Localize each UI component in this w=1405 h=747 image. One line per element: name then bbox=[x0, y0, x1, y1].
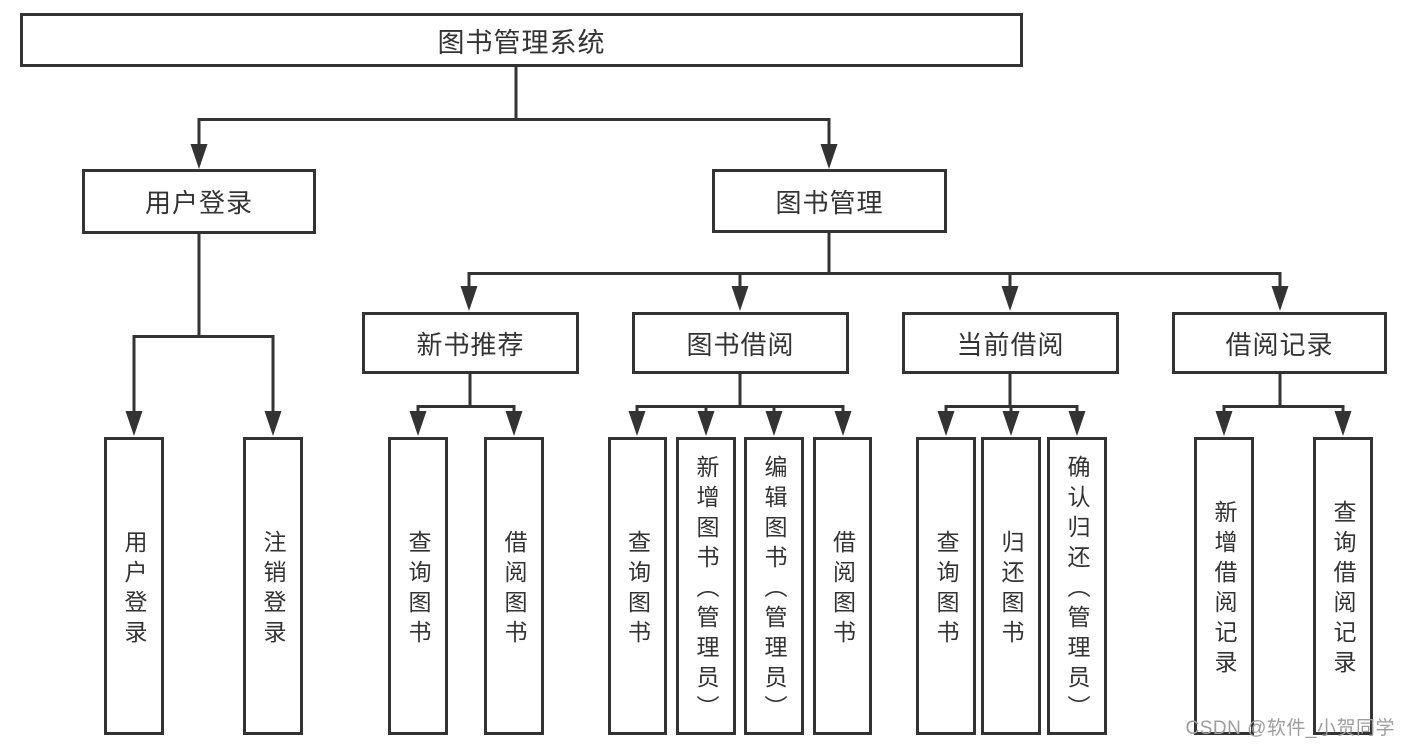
leaf-borrow-borrow-books: 借阅图书 bbox=[813, 437, 872, 735]
node-label: 注销登录 bbox=[260, 529, 286, 650]
node-label: 查询图书 bbox=[624, 529, 651, 650]
node-root: 图书管理系统 bbox=[20, 13, 1023, 67]
leaf-current-confirm-return-admin: 确认归还（管理员） bbox=[1047, 437, 1107, 735]
node-label: 图书管理系统 bbox=[437, 27, 606, 58]
node-label: 查询图书 bbox=[405, 529, 431, 650]
leaf-logout: 注销登录 bbox=[243, 437, 303, 735]
node-label: 归还图书 bbox=[998, 529, 1024, 650]
node-label: 图书管理 bbox=[775, 187, 884, 218]
node-label: 借阅记录 bbox=[1225, 329, 1334, 360]
leaf-records-query-record: 查询借阅记录 bbox=[1313, 437, 1373, 735]
leaf-current-query-books: 查询图书 bbox=[916, 437, 976, 735]
node-current-borrow: 当前借阅 bbox=[902, 312, 1119, 374]
leaf-current-return-books: 归还图书 bbox=[981, 437, 1041, 735]
node-label: 新增借阅记录 bbox=[1211, 499, 1237, 680]
leaf-borrow-query-books: 查询图书 bbox=[608, 437, 667, 735]
node-label: 借阅图书 bbox=[829, 529, 856, 650]
leaf-user-login: 用户登录 bbox=[104, 437, 164, 735]
node-label: 新书推荐 bbox=[416, 329, 525, 360]
node-label: 查询借阅记录 bbox=[1330, 499, 1356, 680]
node-new-book-recommend: 新书推荐 bbox=[362, 312, 579, 374]
node-user-login: 用户登录 bbox=[82, 169, 316, 234]
node-label: 查询图书 bbox=[933, 529, 959, 650]
node-book-borrow: 图书借阅 bbox=[632, 312, 849, 374]
node-label: 用户登录 bbox=[144, 188, 253, 218]
leaf-newbook-query-books: 查询图书 bbox=[388, 437, 448, 735]
node-label: 当前借阅 bbox=[956, 329, 1065, 360]
csdn-watermark: CSDN @软件_小贺同学 bbox=[1185, 718, 1395, 739]
leaf-borrow-edit-books-admin: 编辑图书（管理员） bbox=[744, 437, 804, 735]
node-label: 用户登录 bbox=[121, 529, 147, 650]
node-label: 图书借阅 bbox=[686, 329, 795, 360]
node-borrow-records: 借阅记录 bbox=[1172, 312, 1387, 374]
leaf-borrow-add-books-admin: 新增图书（管理员） bbox=[676, 437, 736, 735]
node-label: 编辑图书（管理员） bbox=[761, 454, 787, 725]
node-label: 借阅图书 bbox=[501, 529, 527, 650]
node-label: 确认归还（管理员） bbox=[1064, 454, 1090, 725]
leaf-records-add-record: 新增借阅记录 bbox=[1194, 437, 1254, 735]
leaf-newbook-borrow-books: 借阅图书 bbox=[484, 437, 544, 735]
node-label: 新增图书（管理员） bbox=[693, 454, 719, 725]
node-book-mgmt: 图书管理 bbox=[712, 169, 947, 233]
